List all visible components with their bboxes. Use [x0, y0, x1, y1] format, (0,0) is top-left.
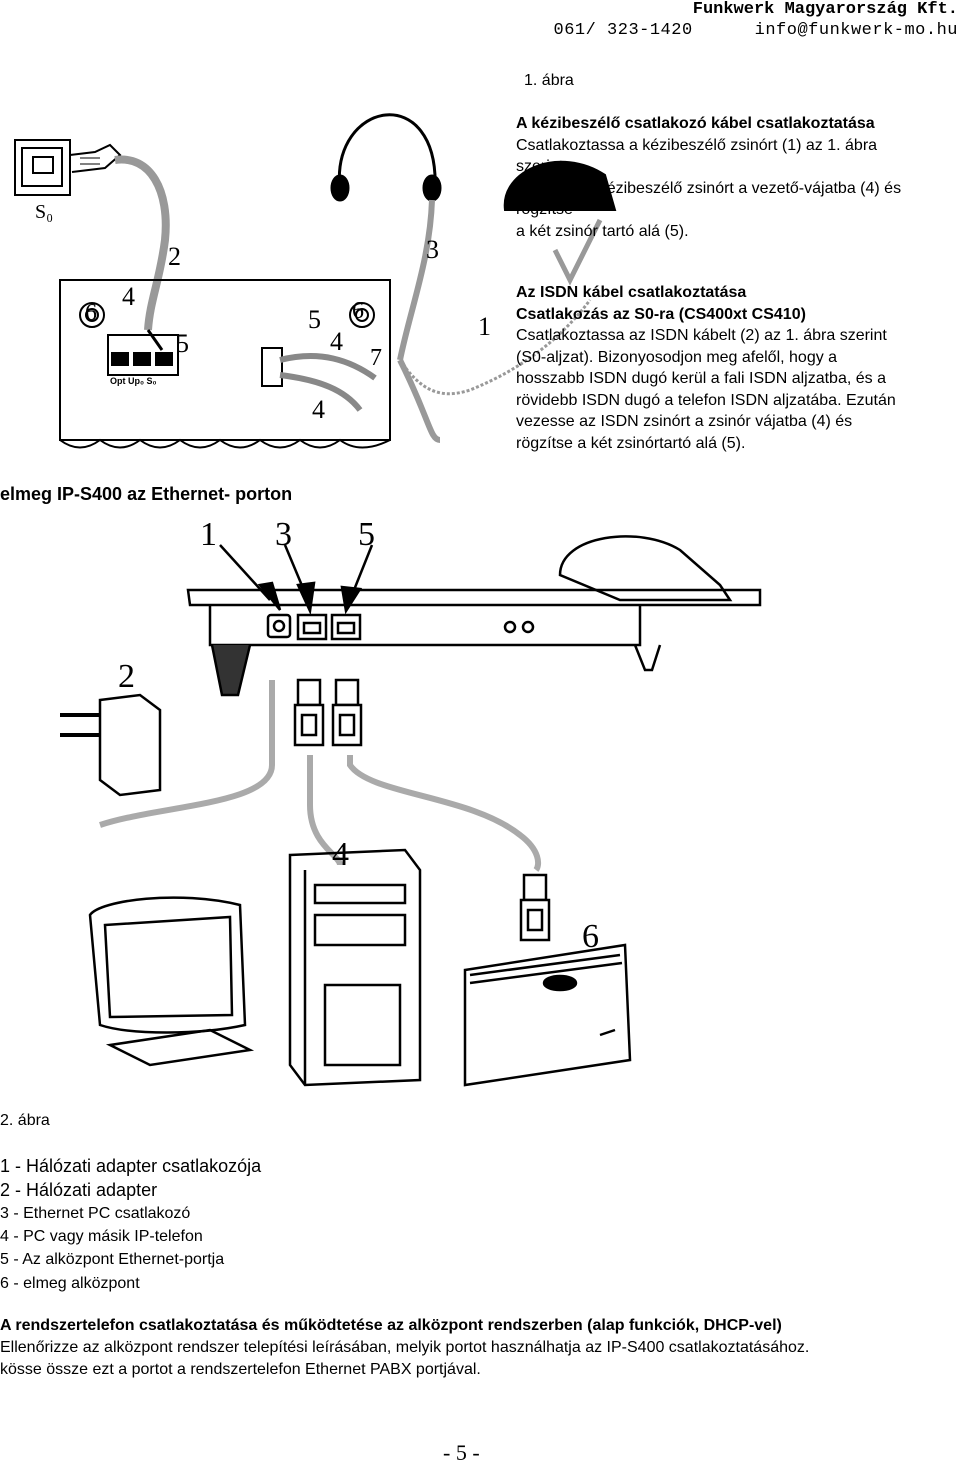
label-5: 5: [358, 516, 375, 553]
cables: [99, 680, 541, 872]
email-address: info@funkwerk-mo.hu: [754, 21, 958, 40]
label-2: 2: [168, 242, 181, 271]
label-6b: 6: [352, 298, 364, 324]
legend-item: 6 - elmeg alközpont: [0, 1275, 140, 1292]
label-6a: 6: [85, 300, 97, 326]
label-5a: 5: [176, 329, 189, 358]
isdn-subtitle: Csatlakozás az S0-ra (CS400xt CS410): [516, 305, 806, 323]
legend-item: 5 - Az alközpont Ethernet-portja: [0, 1251, 225, 1268]
label-2: 2: [118, 658, 135, 695]
ip-phone-icon: [186, 535, 762, 697]
legend-item: 2 - Hálózati adapter: [0, 1180, 158, 1200]
figure2-caption: 2. ábra: [0, 1112, 50, 1129]
port-labels: Opt Up₀ S₀: [110, 376, 157, 386]
section-isdn: Az ISDN kábel csatlakoztatása Csatlakozá…: [516, 282, 960, 454]
computer-icon: [88, 848, 422, 1087]
section-system: A rendszertelefon csatlakoztatása és műk…: [0, 1315, 960, 1381]
label-4c: 4: [312, 395, 325, 424]
section-handset: A kézibeszélő csatlakozó kábel csatlakoz…: [516, 113, 960, 242]
isdn-line: rögzítse a két zsinórtartó alá (5).: [516, 434, 746, 452]
label-3: 3: [275, 516, 292, 553]
contact-line: 061/ 323-1420 info@funkwerk-mo.hu: [554, 21, 958, 40]
label-4a: 4: [122, 282, 135, 311]
isdn-line: Csatlakoztassa az ISDN kábelt (2) az 1. …: [516, 327, 887, 344]
handset-line: Fektesse a kézibeszélő zsinórt a vezető-…: [516, 179, 902, 197]
label-1: 1: [478, 312, 491, 341]
label-4b: 4: [330, 327, 343, 356]
figure1-diagram: S₀ 2 3 4 6 5 5 6 4 7 4 1 Opt Up₀ S₀: [14, 113, 617, 449]
label-1: 1: [200, 516, 217, 553]
label-5b: 5: [308, 305, 321, 334]
figure2-legend: 1 - Hálózati adapter csatlakozója 2 - Há…: [0, 1154, 261, 1295]
ethernet-plug-icon: [293, 678, 551, 942]
isdn-line: vezesse az ISDN zsinórt a zsinór vájatba…: [516, 413, 853, 430]
label-4: 4: [332, 836, 349, 873]
handset-line: Csatlakoztassa a kézibeszélő zsinórt (1)…: [516, 136, 878, 154]
legend-item: 1 - Hálózati adapter csatlakozója: [0, 1156, 262, 1176]
handset-line: rögzítse: [516, 201, 573, 218]
ethernet-title: elmeg IP-S400 az Ethernet- porton: [0, 484, 293, 504]
label-s0: S₀: [35, 201, 53, 223]
handset-title: A kézibeszélő csatlakozó kábel csatlakoz…: [516, 115, 875, 132]
label-3: 3: [426, 235, 439, 264]
isdn-line: rövidebb ISDN dugó a telefon ISDN aljzat…: [516, 391, 896, 409]
company-name: Funkwerk Magyarország Kft.: [692, 0, 958, 19]
system-title: A rendszertelefon csatlakoztatása és műk…: [0, 1317, 782, 1334]
isdn-title: Az ISDN kábel csatlakoztatása: [516, 284, 747, 301]
power-adapter-icon: [60, 693, 162, 797]
isdn-line: hosszabb ISDN dugó kerül a fali ISDN alj…: [516, 370, 886, 387]
phone-number: 061/ 323-1420: [553, 21, 693, 40]
figure2-diagram: 1 3 5 2 4 6: [60, 516, 762, 1087]
system-line: Ellenőrizze az alközpont rendszer telepí…: [0, 1339, 810, 1356]
legend-item: 3 - Ethernet PC csatlakozó: [0, 1205, 191, 1222]
pbx-icon: [463, 943, 632, 1087]
handset-line: szerint: [516, 158, 564, 175]
wall-socket-icon: [14, 139, 122, 196]
handset-line: a két zsinór tartó alá (5).: [516, 222, 689, 240]
figure1-caption: 1. ábra: [524, 72, 574, 89]
page-number: - 5 -: [443, 1440, 480, 1465]
phone-base-outline: [59, 279, 592, 449]
headset-icon: [330, 113, 442, 361]
system-line: kösse össze ezt a portot a rendszertelef…: [0, 1361, 481, 1378]
label-6: 6: [582, 918, 599, 955]
pointer-arrows: [219, 544, 374, 616]
handset-icon: [503, 160, 617, 286]
legend-item: 4 - PC vagy másik IP-telefon: [0, 1228, 203, 1245]
label-7: 7: [370, 345, 382, 371]
isdn-line: (S0-aljzat). Bizonyosodjon meg afelől, h…: [516, 348, 838, 366]
